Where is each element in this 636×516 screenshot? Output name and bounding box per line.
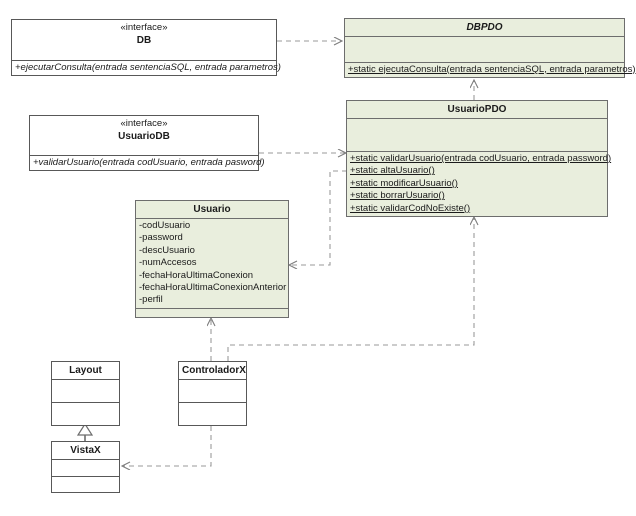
class-db[interactable]: «interface» DB +ejecutarConsulta(entrada… — [11, 19, 281, 76]
class-usuariodb-header: «interface» UsuarioDB — [30, 116, 258, 155]
class-usuariopdo-method-1: +static altaUsuario() — [350, 165, 435, 177]
class-dbpdo-name: DBPDO — [466, 22, 503, 33]
class-db-methods: +ejecutarConsulta(entrada sentenciaSQL, … — [12, 59, 281, 75]
class-usuario[interactable]: Usuario -codUsuario -password -descUsuar… — [135, 200, 289, 318]
class-usuario-attribute-2: -descUsuario — [139, 244, 195, 256]
class-usuario-attribute-4: -fechaHoraUltimaConexion — [139, 269, 254, 281]
class-usuariopdo-method-4: +static validarCodNoExiste() — [350, 202, 471, 214]
class-db-header: «interface» DB — [12, 20, 276, 60]
class-vistax-name: VistaX — [70, 445, 101, 456]
relation-controladorx-to-vistax — [122, 426, 212, 466]
class-usuario-attribute-6: -perfil — [139, 294, 163, 306]
relation-usuariopdo-to-usuario — [289, 170, 347, 265]
relation-vistax-to-layout — [76, 422, 94, 441]
class-usuario-attribute-1: -password — [139, 232, 183, 244]
class-usuariopdo-method-2: +static modificarUsuario() — [350, 177, 458, 189]
class-usuariopdo-method-3: +static borrarUsuario() — [350, 190, 445, 202]
class-layout-name: Layout — [69, 365, 102, 376]
class-usuario-attribute-3: -numAccesos — [139, 257, 197, 269]
class-usuariopdo-attributes — [347, 118, 607, 151]
class-vistax[interactable]: VistaX — [51, 441, 120, 493]
class-usuariopdo-name: UsuarioPDO — [447, 104, 507, 115]
class-dbpdo-method-0: +static ejecutaConsulta(entrada sentenci… — [348, 63, 636, 75]
class-usuariodb-name: UsuarioDB — [118, 131, 170, 142]
class-db-stereotype: «interface» — [120, 22, 168, 33]
class-vistax-header: VistaX — [52, 442, 119, 459]
class-controladorx-name: ControladorX — [182, 365, 246, 376]
class-layout-attributes — [52, 379, 119, 402]
class-layout-methods — [52, 402, 119, 425]
class-vistax-methods — [52, 475, 119, 493]
class-usuariodb[interactable]: «interface» UsuarioDB +validarUsuario(en… — [29, 115, 265, 171]
class-usuario-attribute-0: -codUsuario — [139, 220, 191, 231]
class-db-name: DB — [136, 35, 152, 46]
class-usuariodb-method-0: +validarUsuario(entrada codUsuario, entr… — [33, 156, 265, 168]
class-controladorx-attributes — [179, 379, 246, 402]
class-controladorx-methods — [179, 402, 246, 425]
class-dbpdo-attributes — [345, 36, 624, 62]
class-usuariopdo[interactable]: UsuarioPDO +static validarUsuario(entrad… — [346, 100, 612, 217]
class-usuario-methods — [136, 307, 288, 319]
class-controladorx[interactable]: ControladorX — [178, 361, 247, 426]
class-vistax-attributes — [52, 459, 119, 476]
class-dbpdo[interactable]: DBPDO +static ejecutaConsulta(entrada se… — [344, 18, 636, 78]
class-db-method-0: +ejecutarConsulta(entrada sentenciaSQL, … — [15, 61, 281, 73]
class-layout-header: Layout — [52, 362, 119, 379]
class-usuario-attributes: -codUsuario -password -descUsuario -numA… — [136, 218, 288, 308]
class-usuariodb-methods: +validarUsuario(entrada codUsuario, entr… — [30, 154, 265, 170]
class-usuariopdo-methods: +static validarUsuario(entrada codUsuari… — [347, 150, 612, 216]
class-usuariodb-stereotype: «interface» — [120, 118, 168, 129]
class-layout[interactable]: Layout — [51, 361, 120, 426]
class-controladorx-header: ControladorX — [179, 362, 246, 379]
class-usuario-attribute-5: -fechaHoraUltimaConexionAnterior — [139, 282, 287, 294]
class-dbpdo-methods: +static ejecutaConsulta(entrada sentenci… — [345, 61, 636, 77]
class-dbpdo-header: DBPDO — [345, 19, 624, 36]
class-usuario-name: Usuario — [193, 204, 231, 215]
class-usuario-header: Usuario — [136, 201, 288, 218]
class-usuariopdo-method-0: +static validarUsuario(entrada codUsuari… — [350, 152, 612, 164]
class-usuariopdo-header: UsuarioPDO — [347, 101, 607, 118]
